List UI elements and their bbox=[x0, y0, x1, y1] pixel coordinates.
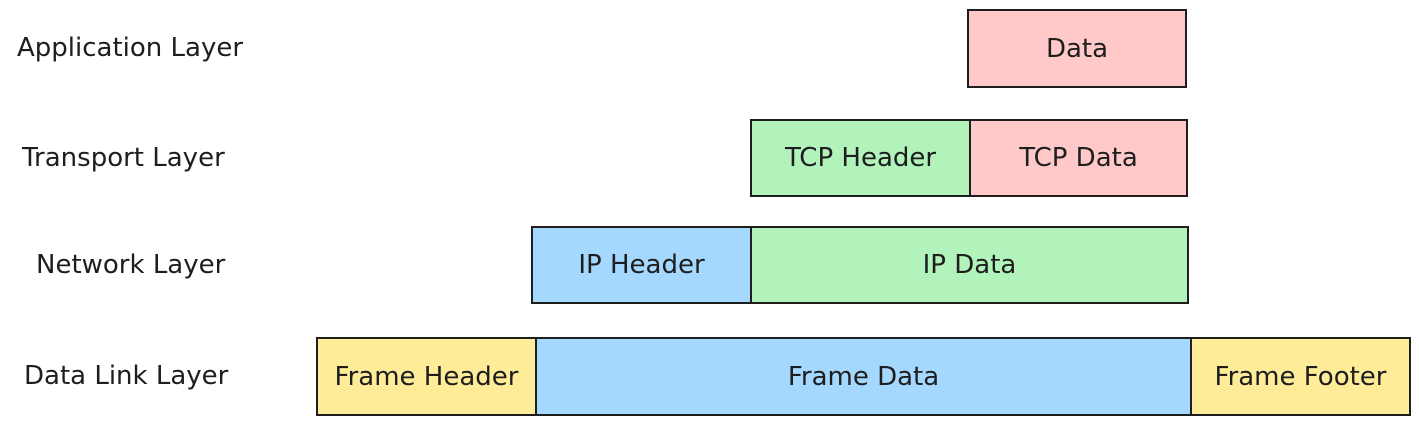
tcp-data-box: TCP Data bbox=[969, 119, 1188, 197]
transport-layer-label: Transport Layer bbox=[22, 143, 225, 173]
application-data-box: Data bbox=[967, 9, 1187, 88]
tcp-header-box: TCP Header bbox=[750, 119, 971, 197]
frame-data-box: Frame Data bbox=[535, 337, 1192, 416]
data-link-layer-label: Data Link Layer bbox=[24, 361, 229, 391]
frame-header-box: Frame Header bbox=[316, 337, 537, 416]
ip-data-box: IP Data bbox=[750, 226, 1189, 304]
frame-footer-box: Frame Footer bbox=[1190, 337, 1411, 416]
network-layer-label: Network Layer bbox=[36, 250, 226, 280]
application-layer-label: Application Layer bbox=[17, 33, 244, 63]
ip-header-box: IP Header bbox=[531, 226, 752, 304]
